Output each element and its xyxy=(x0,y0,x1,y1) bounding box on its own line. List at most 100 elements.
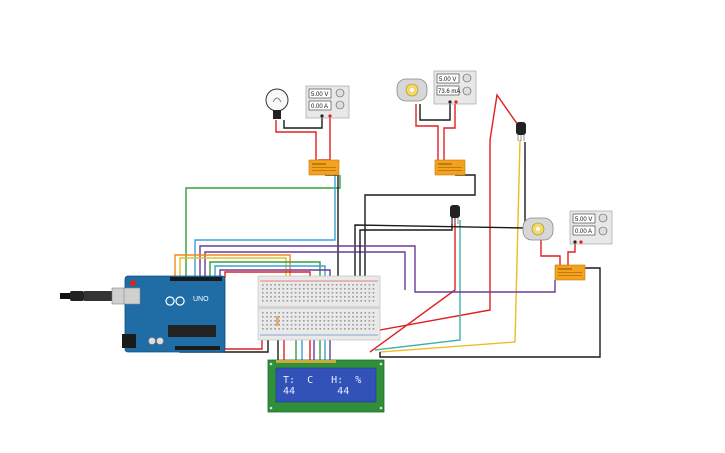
breadboard-hole[interactable] xyxy=(270,300,272,302)
psu-motor-top-knob-icon[interactable] xyxy=(462,86,472,96)
breadboard-hole[interactable] xyxy=(319,324,321,326)
breadboard-hole[interactable] xyxy=(348,316,350,318)
breadboard-hole[interactable] xyxy=(372,316,375,318)
breadboard-hole[interactable] xyxy=(364,288,367,290)
breadboard-hole[interactable] xyxy=(278,284,280,286)
breadboard-hole[interactable] xyxy=(278,316,280,318)
breadboard-hole[interactable] xyxy=(319,312,321,314)
breadboard-hole[interactable] xyxy=(294,292,297,294)
breadboard-hole[interactable] xyxy=(356,296,358,298)
breadboard-hole[interactable] xyxy=(274,320,276,322)
breadboard-hole[interactable] xyxy=(294,320,297,322)
breadboard-hole[interactable] xyxy=(274,316,276,318)
breadboard-hole[interactable] xyxy=(319,292,321,294)
breadboard-hole[interactable] xyxy=(294,284,297,286)
wire-purple-2[interactable] xyxy=(204,251,406,290)
breadboard-hole[interactable] xyxy=(270,296,272,298)
psu-motor-right-terminal-pos[interactable] xyxy=(579,240,583,244)
breadboard-hole[interactable] xyxy=(266,312,268,314)
breadboard-hole[interactable] xyxy=(364,296,367,298)
breadboard-hole[interactable] xyxy=(348,328,350,330)
psu-motor-right-terminal-neg[interactable] xyxy=(573,240,577,244)
arduino-header-bottom[interactable] xyxy=(175,346,220,350)
breadboard-hole[interactable] xyxy=(311,296,313,298)
breadboard-hole[interactable] xyxy=(303,320,305,322)
breadboard-hole[interactable] xyxy=(286,312,289,314)
breadboard-hole[interactable] xyxy=(352,324,354,326)
breadboard-hole[interactable] xyxy=(274,324,276,326)
breadboard-hole[interactable] xyxy=(360,300,362,302)
breadboard-hole[interactable] xyxy=(315,292,317,294)
breadboard-hole[interactable] xyxy=(290,312,293,314)
breadboard-hole[interactable] xyxy=(352,284,354,286)
breadboard-hole[interactable] xyxy=(323,312,326,314)
breadboard-hole[interactable] xyxy=(270,316,272,318)
breadboard-hole[interactable] xyxy=(303,312,305,314)
wire-red-lamp[interactable] xyxy=(318,118,331,161)
breadboard-hole[interactable] xyxy=(315,320,317,322)
breadboard-hole[interactable] xyxy=(335,324,338,326)
breadboard-hole[interactable] xyxy=(331,324,334,326)
breadboard-hole[interactable] xyxy=(331,288,334,290)
breadboard-hole[interactable] xyxy=(282,288,285,290)
breadboard-hole[interactable] xyxy=(262,320,264,322)
wire-red-motor[interactable] xyxy=(443,103,456,160)
light-bulb[interactable] xyxy=(265,88,289,119)
breadboard-hole[interactable] xyxy=(282,324,285,326)
breadboard-hole[interactable] xyxy=(364,300,367,302)
power-supply-motor-top[interactable]: 5.00 V 73.6 mA xyxy=(433,70,477,105)
breadboard-hole[interactable] xyxy=(339,320,342,322)
power-jack[interactable] xyxy=(122,334,136,348)
breadboard-hole[interactable] xyxy=(364,324,367,326)
breadboard-hole[interactable] xyxy=(307,320,309,322)
dc-motor-top[interactable] xyxy=(396,78,428,102)
wire-teal[interactable] xyxy=(374,220,461,351)
breadboard-hole[interactable] xyxy=(323,300,326,302)
breadboard-hole[interactable] xyxy=(335,312,338,314)
breadboard-hole[interactable] xyxy=(372,328,375,330)
breadboard-hole[interactable] xyxy=(331,292,334,294)
breadboard-hole[interactable] xyxy=(356,312,358,314)
breadboard-hole[interactable] xyxy=(282,300,285,302)
breadboard-hole[interactable] xyxy=(335,300,338,302)
breadboard-hole[interactable] xyxy=(372,292,375,294)
breadboard-hole[interactable] xyxy=(331,312,334,314)
breadboard-hole[interactable] xyxy=(356,300,358,302)
wire-yellow[interactable] xyxy=(379,139,521,353)
breadboard-hole[interactable] xyxy=(286,284,289,286)
breadboard-hole[interactable] xyxy=(270,312,272,314)
breadboard-hole[interactable] xyxy=(368,324,371,326)
breadboard-hole[interactable] xyxy=(298,296,301,298)
breadboard-hole[interactable] xyxy=(315,288,317,290)
breadboard-hole[interactable] xyxy=(274,312,276,314)
breadboard-hole[interactable] xyxy=(270,320,272,322)
breadboard-hole[interactable] xyxy=(315,328,317,330)
breadboard-hole[interactable] xyxy=(298,284,301,286)
breadboard-hole[interactable] xyxy=(327,288,330,290)
breadboard-hole[interactable] xyxy=(298,312,301,314)
breadboard-hole[interactable] xyxy=(290,296,293,298)
breadboard-hole[interactable] xyxy=(348,288,350,290)
breadboard-hole[interactable] xyxy=(339,328,342,330)
arduino-header-top[interactable] xyxy=(170,277,222,281)
breadboard-hole[interactable] xyxy=(356,284,358,286)
breadboard-hole[interactable] xyxy=(282,284,285,286)
breadboard-hole[interactable] xyxy=(274,284,276,286)
breadboard-hole[interactable] xyxy=(339,292,342,294)
breadboard-hole[interactable] xyxy=(282,296,285,298)
breadboard-hole[interactable] xyxy=(352,312,354,314)
breadboard-hole[interactable] xyxy=(270,324,272,326)
breadboard-hole[interactable] xyxy=(348,296,350,298)
breadboard-hole[interactable] xyxy=(270,292,272,294)
power-supply-motor-right[interactable]: 5.00 V 0.00 A xyxy=(569,210,613,245)
breadboard-hole[interactable] xyxy=(315,324,317,326)
relay-motor-top[interactable] xyxy=(434,159,466,176)
breadboard-hole[interactable] xyxy=(372,296,375,298)
breadboard-hole[interactable] xyxy=(311,328,313,330)
breadboard-hole[interactable] xyxy=(262,284,264,286)
breadboard-hole[interactable] xyxy=(298,328,301,330)
breadboard-hole[interactable] xyxy=(327,300,330,302)
breadboard-hole[interactable] xyxy=(331,320,334,322)
breadboard-hole[interactable] xyxy=(360,320,362,322)
breadboard-hole[interactable] xyxy=(348,324,350,326)
